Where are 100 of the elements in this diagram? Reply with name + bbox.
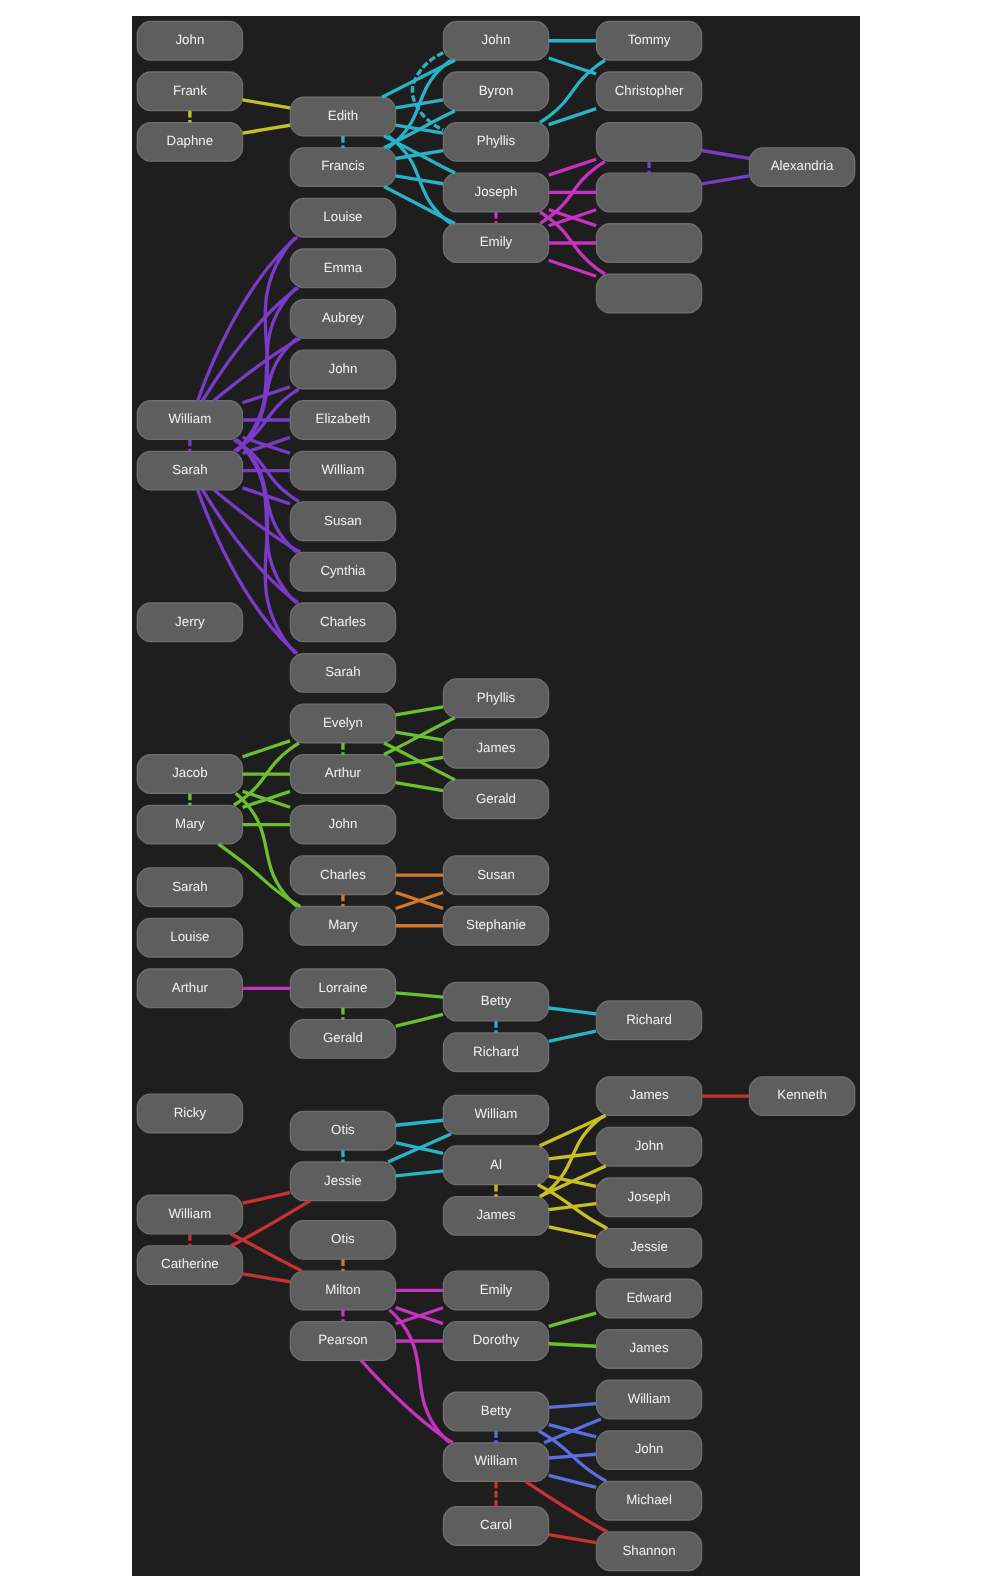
connector — [394, 1169, 443, 1178]
connector — [493, 1481, 497, 1507]
connector — [241, 772, 289, 776]
connector — [358, 1359, 453, 1445]
connector — [340, 1007, 344, 1020]
connector — [523, 1480, 607, 1534]
connector — [542, 1417, 601, 1445]
connector — [547, 1473, 596, 1490]
connector — [241, 486, 290, 506]
connector — [409, 51, 443, 132]
connector — [547, 1402, 596, 1410]
connector — [382, 185, 455, 225]
connector — [233, 438, 298, 554]
connector — [547, 1006, 596, 1016]
connector — [547, 107, 596, 127]
connector — [211, 488, 301, 554]
connector — [380, 58, 455, 99]
connector — [340, 136, 344, 148]
connector — [394, 148, 443, 161]
connector — [536, 1429, 607, 1483]
connector — [700, 174, 749, 186]
connector — [241, 123, 290, 135]
connector — [394, 873, 443, 877]
connector — [241, 468, 289, 473]
connector — [394, 1306, 443, 1326]
connector — [394, 991, 443, 999]
connector — [382, 109, 455, 150]
connector — [232, 438, 299, 504]
connector — [700, 148, 749, 161]
connector — [547, 1202, 596, 1212]
connector — [229, 1232, 302, 1273]
connector — [241, 789, 290, 809]
connector — [241, 1191, 290, 1205]
connector — [234, 438, 296, 655]
connector — [229, 1199, 311, 1248]
connector — [241, 739, 290, 759]
connector — [394, 705, 443, 717]
connector — [547, 1151, 596, 1161]
connector — [340, 1309, 344, 1322]
node-box — [594, 121, 702, 162]
connector — [216, 842, 301, 908]
connector — [394, 1288, 443, 1293]
connector — [547, 39, 596, 43]
connector — [537, 1164, 606, 1198]
connector — [382, 741, 455, 782]
connector — [547, 208, 596, 228]
connector — [233, 336, 298, 453]
connector — [394, 123, 443, 135]
connector — [195, 489, 298, 655]
connector — [547, 1342, 596, 1348]
connector — [241, 98, 290, 110]
node-box — [594, 273, 702, 314]
connector — [547, 258, 596, 278]
connector — [394, 1118, 443, 1127]
connector — [493, 1021, 497, 1033]
connector — [340, 743, 344, 755]
connector — [394, 1140, 443, 1156]
node-box — [594, 223, 702, 263]
connector — [187, 793, 191, 806]
connector — [394, 781, 443, 793]
connector — [394, 1339, 443, 1343]
connector — [394, 1012, 443, 1028]
connector — [493, 211, 497, 224]
connector — [241, 986, 289, 990]
connector — [232, 741, 299, 807]
connector — [547, 1225, 596, 1239]
connector — [493, 1184, 497, 1197]
connector — [340, 894, 344, 907]
connector — [547, 1452, 596, 1460]
connector — [547, 1423, 596, 1439]
connector — [385, 58, 452, 150]
connector — [382, 134, 455, 175]
connector — [195, 235, 298, 402]
connector — [547, 1311, 596, 1329]
connector — [241, 822, 289, 827]
connector — [340, 1150, 344, 1162]
connector — [340, 1259, 344, 1272]
connector — [538, 58, 605, 124]
connector — [547, 1533, 596, 1545]
connector — [234, 438, 297, 605]
connector — [547, 1174, 596, 1188]
connector — [187, 110, 191, 123]
connector — [538, 160, 605, 225]
connector — [241, 1272, 290, 1284]
connector — [233, 792, 298, 908]
connector — [241, 385, 290, 405]
connector — [394, 755, 443, 768]
connector — [547, 56, 596, 76]
connector — [241, 435, 290, 455]
connector — [200, 286, 299, 402]
connector — [382, 716, 455, 757]
connector — [200, 489, 299, 605]
connector — [386, 1132, 451, 1164]
connector — [700, 1094, 749, 1098]
connector — [394, 730, 443, 742]
connector — [394, 98, 443, 110]
connector — [547, 241, 596, 245]
connector — [211, 336, 301, 402]
connector — [547, 190, 596, 195]
connector — [234, 236, 296, 453]
